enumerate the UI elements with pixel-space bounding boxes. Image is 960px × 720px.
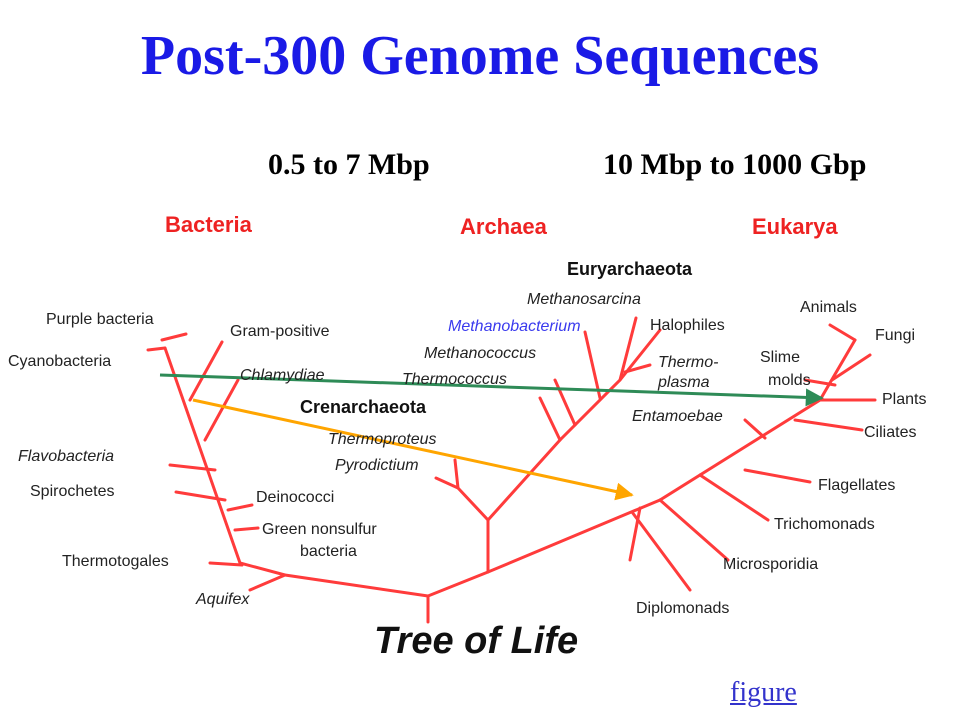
domain-label-bacteria: Bacteria bbox=[165, 212, 253, 237]
taxon-spirochetes: Spirochetes bbox=[30, 483, 115, 500]
taxon-microsporidia: Microsporidia bbox=[723, 556, 818, 573]
taxon-thermotogales: Thermotogales bbox=[62, 553, 169, 570]
domain-label-eukarya: Eukarya bbox=[752, 214, 838, 239]
taxon-green-nonsulfur-line1: Green nonsulfur bbox=[262, 521, 377, 538]
taxon-ciliates: Ciliates bbox=[864, 424, 916, 441]
taxon-deinococci: Deinococci bbox=[256, 489, 334, 506]
taxon-trichomonads: Trichomonads bbox=[774, 516, 875, 533]
taxon-purple-bacteria: Purple bacteria bbox=[46, 311, 154, 328]
group-label-euryarchaeota: Euryarchaeota bbox=[567, 259, 693, 279]
slide-title: Post-300 Genome Sequences bbox=[140, 25, 820, 87]
taxon-cyanobacteria: Cyanobacteria bbox=[8, 353, 111, 370]
green-arrow bbox=[159, 373, 824, 407]
taxon-plants: Plants bbox=[882, 391, 926, 408]
group-label-crenarchaeota: Crenarchaeota bbox=[300, 397, 427, 417]
taxon-thermococcus: Thermococcus bbox=[402, 371, 507, 388]
taxon-slime-molds-line2: molds bbox=[768, 372, 811, 389]
taxon-pyrodictium: Pyrodictium bbox=[335, 457, 419, 474]
taxon-entamoebae: Entamoebae bbox=[632, 408, 723, 425]
tree-caption: Tree of Life bbox=[374, 620, 579, 662]
taxon-animals: Animals bbox=[800, 299, 857, 316]
taxon-thermoproteus: Thermoproteus bbox=[328, 431, 437, 448]
taxon-aquifex: Aquifex bbox=[195, 591, 250, 608]
taxon-flagellates: Flagellates bbox=[818, 477, 895, 494]
taxon-gram-positive: Gram-positive bbox=[230, 323, 330, 340]
taxon-halophiles: Halophiles bbox=[650, 317, 725, 334]
taxon-green-nonsulfur-line2: bacteria bbox=[300, 543, 357, 560]
taxon-methanococcus: Methanococcus bbox=[424, 345, 536, 362]
taxon-methanobacterium: Methanobacterium bbox=[448, 318, 581, 335]
taxon-thermoplasma-line2: plasma bbox=[657, 374, 710, 391]
bacteria-trunk bbox=[163, 346, 430, 598]
domain-label-archaea: Archaea bbox=[460, 214, 548, 239]
taxon-flavobacteria: Flavobacteria bbox=[18, 448, 114, 465]
taxon-thermoplasma-line1: Thermo- bbox=[658, 354, 718, 371]
taxon-diplomonads: Diplomonads bbox=[636, 600, 729, 617]
taxon-slime-molds-line1: Slime bbox=[760, 349, 800, 366]
tree-branches bbox=[146, 316, 877, 624]
taxon-chlamydiae: Chlamydiae bbox=[240, 367, 325, 384]
range-label-right: 10 Mbp to 1000 Gbp bbox=[603, 148, 867, 181]
taxon-fungi: Fungi bbox=[875, 327, 915, 344]
orange-arrow bbox=[192, 398, 634, 501]
range-label-left: 0.5 to 7 Mbp bbox=[268, 148, 430, 181]
taxon-methanosarcina: Methanosarcina bbox=[527, 291, 641, 308]
figure-link[interactable]: figure bbox=[730, 677, 797, 708]
